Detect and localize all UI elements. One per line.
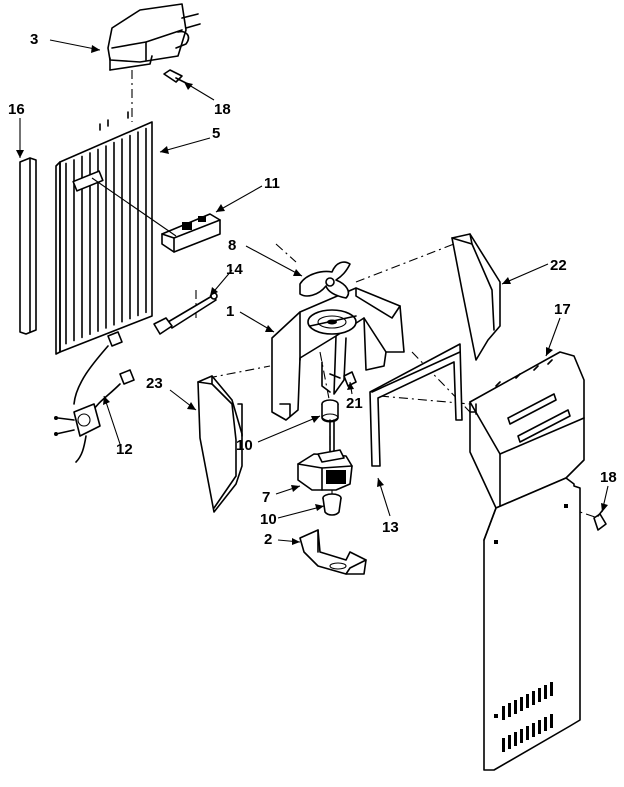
- part-1-fan-housing: [271, 287, 405, 421]
- vent-slot: [544, 717, 547, 731]
- vent-slot: [514, 732, 517, 746]
- part-10-grommet-upper: [321, 399, 339, 423]
- callout-2: 2: [264, 531, 272, 548]
- vent-slot: [532, 723, 535, 737]
- vent-slot: [526, 726, 529, 740]
- vent-slot: [532, 691, 535, 705]
- callout-8: 8: [228, 237, 236, 254]
- part-10-grommet-lower: [322, 493, 342, 516]
- part-7-fan-motor: [297, 419, 353, 491]
- callout-3: 3: [30, 31, 38, 48]
- part-13-gasket: [369, 343, 463, 467]
- callout-14: 14: [226, 261, 243, 278]
- part-5-evaporator-cover: [55, 111, 153, 355]
- part-2-motor-bracket: [299, 529, 367, 575]
- callout-16: 16: [8, 101, 25, 118]
- vent-slot: [538, 720, 541, 734]
- part-22-duct-cover: [451, 233, 501, 361]
- part-12-wire-harness: [54, 331, 135, 463]
- part-21-screw: [329, 371, 357, 387]
- vent-slot: [526, 694, 529, 708]
- callout-10-upper: 10: [236, 437, 253, 454]
- vent-slot: [520, 697, 523, 711]
- callout-22: 22: [550, 257, 567, 274]
- vent-slot: [502, 738, 505, 752]
- vent-slot: [514, 700, 517, 714]
- part-17-air-tower: [469, 351, 585, 771]
- vent-slot: [550, 682, 553, 696]
- callout-18-top: 18: [214, 101, 231, 118]
- vent-slot: [544, 685, 547, 699]
- callout-labels: 3 18 16 5 11 8 14 1 22 17 23 21 10 12 13…: [8, 31, 617, 548]
- part-18-screw-right: [593, 505, 607, 531]
- callout-23: 23: [146, 375, 163, 392]
- callout-13: 13: [382, 519, 399, 536]
- callout-12: 12: [116, 441, 133, 458]
- part-8-fan-blade: [299, 261, 351, 299]
- part-14-probe: [153, 292, 218, 335]
- leader-lines: [16, 39, 609, 545]
- callout-17: 17: [554, 301, 571, 318]
- callout-7: 7: [262, 489, 270, 506]
- vent-slot: [520, 729, 523, 743]
- callout-5: 5: [212, 125, 220, 142]
- vent-slot: [538, 688, 541, 702]
- part-23-duct-panel: [197, 375, 243, 513]
- callout-21: 21: [346, 395, 363, 412]
- vent-slot: [550, 714, 553, 728]
- part-3-bracket: [107, 3, 201, 71]
- callout-1: 1: [226, 303, 234, 320]
- part-11-bracket: [161, 213, 221, 253]
- vent-slot: [502, 706, 505, 720]
- callout-11: 11: [264, 175, 280, 192]
- part-16-strip: [19, 157, 37, 335]
- vent-slot: [508, 735, 511, 749]
- vent-slot: [508, 703, 511, 717]
- callout-10-lower: 10: [260, 511, 277, 528]
- callout-18-right: 18: [600, 469, 617, 486]
